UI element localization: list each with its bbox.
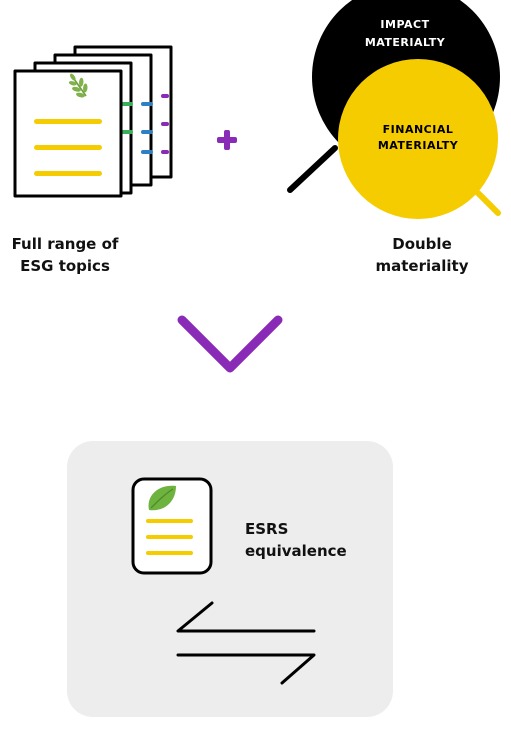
leaf-document-icon bbox=[131, 477, 213, 575]
esrs-equivalence-label: ESRS equivalence bbox=[245, 518, 347, 562]
document-stack-icon bbox=[13, 45, 173, 198]
financial-materiality-line2: MATERIALTY bbox=[378, 139, 459, 152]
double-materiality-label: Double materiality bbox=[362, 233, 482, 277]
exchange-arrows-icon bbox=[176, 601, 316, 685]
esrs-equivalence-card bbox=[67, 441, 393, 717]
double-materiality-label-line2: materiality bbox=[375, 257, 469, 275]
chevron-down-icon bbox=[177, 315, 283, 373]
sprig-icon bbox=[68, 73, 88, 98]
double-materiality-label-line1: Double bbox=[392, 235, 452, 253]
financial-materiality-line1: FINANCIAL bbox=[383, 123, 454, 136]
plus-icon bbox=[217, 130, 237, 150]
esg-topics-label-line1: Full range of bbox=[11, 235, 119, 253]
magnifier-venn-icon: IMPACT MATERIALTY FINANCIAL MATERIALTY bbox=[287, 0, 501, 219]
esg-topics-label: Full range of ESG topics bbox=[0, 233, 130, 277]
esrs-equivalence-label-line1: ESRS bbox=[245, 520, 289, 538]
esg-topics-label-line2: ESG topics bbox=[20, 257, 110, 275]
esrs-equivalence-label-line2: equivalence bbox=[245, 542, 347, 560]
impact-materiality-line2: MATERIALTY bbox=[365, 36, 446, 49]
leaf-icon bbox=[148, 485, 176, 511]
impact-materiality-line1: IMPACT bbox=[380, 18, 429, 31]
